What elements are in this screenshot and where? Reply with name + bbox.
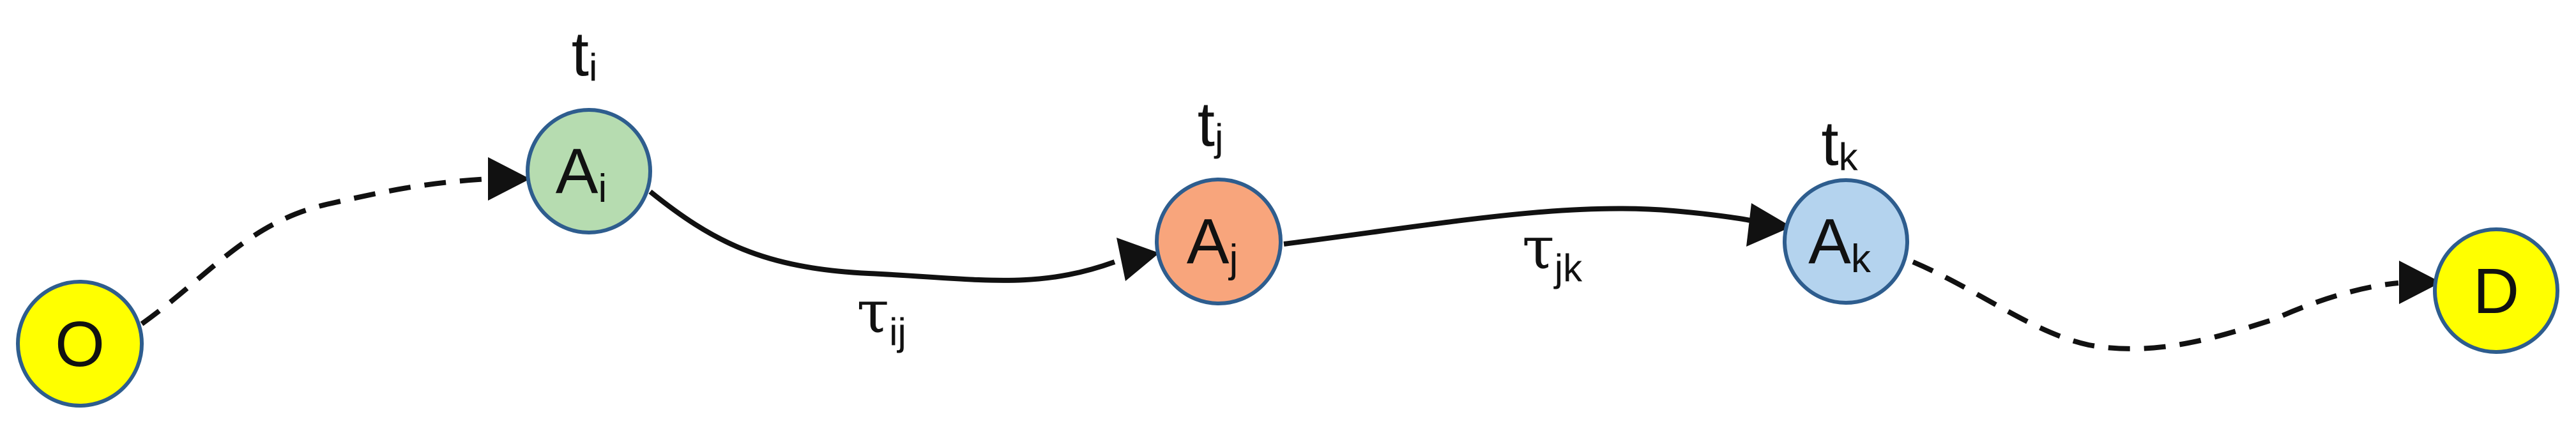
travel-time-label-ij: τij	[857, 278, 906, 353]
origin-node: O	[16, 280, 144, 408]
destination-label: D	[2473, 256, 2519, 327]
activity-node-j: Aj	[1155, 178, 1283, 305]
activity-node-k-label: Ak	[1808, 206, 1871, 281]
activity-node-i: Ai	[526, 108, 652, 234]
edge-ak-to-destination	[1912, 259, 2399, 351]
activity-node-j-label: Aj	[1187, 206, 1238, 281]
origin-label: O	[55, 309, 105, 380]
time-label-j: tj	[1198, 89, 1224, 159]
activity-node-i-label: Ai	[556, 135, 607, 211]
arrowhead-aj-to-ak	[1746, 203, 1792, 247]
travel-time-label-jk: τjk	[1522, 214, 1583, 289]
arrowhead-origin-to-ai	[488, 157, 530, 201]
edge-ai-to-aj	[648, 189, 1116, 283]
edge-aj-to-ak	[1283, 206, 1751, 247]
arrowhead-ak-to-destination	[2399, 261, 2441, 304]
activity-node-k: Ak	[1783, 178, 1909, 305]
destination-node: D	[2433, 227, 2559, 354]
edge-origin-to-ai	[140, 176, 489, 326]
arrowhead-ai-to-aj	[1117, 238, 1159, 281]
time-label-k: tk	[1821, 108, 1858, 178]
time-label-i: ti	[572, 19, 598, 89]
